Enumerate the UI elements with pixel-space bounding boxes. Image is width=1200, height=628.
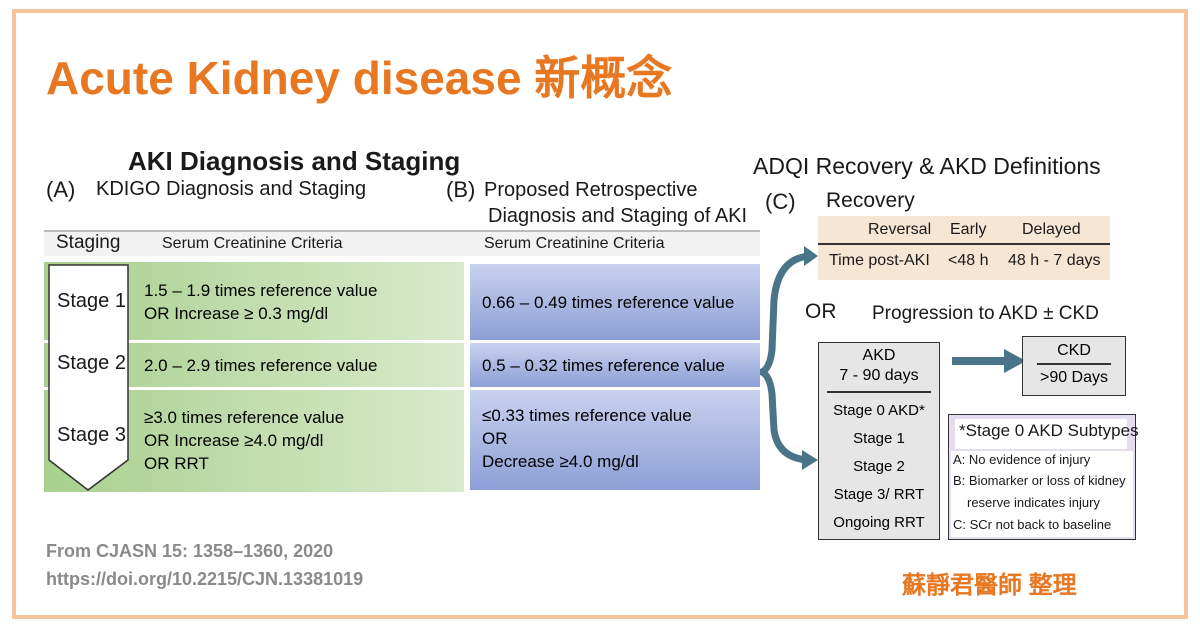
source-citation: From CJASN 15: 1358–1360, 2020: [46, 541, 334, 561]
stage-label-2: Stage 2: [57, 352, 126, 374]
source-doi: https://doi.org/10.2215/CJN.13381019: [46, 569, 364, 589]
proposed-stage2-criteria: 0.5 – 0.32 times reference value: [470, 343, 760, 387]
akd-stage-3: Stage 3/ RRT: [833, 485, 925, 503]
row-divider: [44, 387, 464, 390]
ckd-title: CKD: [1057, 342, 1091, 359]
subtypes-list-bg: [951, 451, 1133, 537]
ckd-box: CKD >90 Days: [1022, 336, 1126, 396]
recovery-table: [818, 216, 1110, 280]
kdigo-stage1-criteria: 1.5 – 1.9 times reference value OR Incre…: [132, 264, 462, 340]
subtype-a: A: No evidence of injury: [953, 452, 1091, 467]
criteria-line: Decrease ≥4.0 mg/dl: [482, 452, 639, 471]
criteria-header-b: Serum Creatinine Criteria: [484, 235, 665, 252]
akd-title: AKD: [862, 347, 896, 364]
criteria-line: 0.66 – 0.49 times reference value: [482, 292, 735, 312]
akd-ongoing-rrt: Ongoing RRT: [833, 513, 925, 531]
subtype-b-cont: reserve indicates injury: [967, 495, 1100, 510]
slide-frame: [12, 9, 1188, 619]
section-a-label: (A): [46, 177, 76, 202]
criteria-line: 0.5 – 0.32 times reference value: [482, 355, 725, 375]
slide-title: Acute Kidney disease 新概念: [46, 52, 673, 104]
recovery-delayed-value: 48 h - 7 days: [1008, 252, 1101, 269]
recovery-col-delayed: Delayed: [1022, 221, 1081, 238]
or-label: OR: [805, 300, 837, 323]
criteria-line: 1.5 – 1.9 times reference value: [144, 281, 378, 300]
proposed-stage3-criteria: ≤0.33 times reference value OR Decrease …: [470, 390, 760, 490]
credit-text: 蘇靜君醫師 整理: [902, 572, 1077, 599]
subtype-b: B: Biomarker or loss of kidney: [953, 473, 1126, 488]
stage-label-1: Stage 1: [57, 290, 126, 312]
criteria-header-a: Serum Creatinine Criteria: [162, 235, 343, 252]
ckd-range: >90 Days: [1039, 368, 1109, 386]
criteria-line: 2.0 – 2.9 times reference value: [144, 355, 378, 375]
criteria-line: OR Increase ≥ 0.3 mg/dl: [144, 304, 329, 323]
akd-stage-2: Stage 2: [853, 457, 905, 475]
subtypes-box: *Stage 0 AKD Subtypes A: No evidence of …: [948, 414, 1139, 540]
kdigo-stage3-criteria: ≥3.0 times reference value OR Increase ≥…: [132, 390, 462, 490]
proposed-subtitle-1: Proposed Retrospective: [484, 179, 698, 201]
section-b-label: (B): [446, 177, 476, 202]
recovery-row-label: Time post-AKI: [829, 252, 930, 269]
stage-label-3: Stage 3: [57, 424, 126, 446]
proposed-stage1-criteria: 0.66 – 0.49 times reference value: [470, 264, 760, 340]
table-header-bar: [44, 230, 760, 256]
proposed-subtitle-2: Diagnosis and Staging of AKI: [488, 205, 748, 227]
progression-title: Progression to AKD ± CKD: [872, 303, 1099, 324]
criteria-line: ≤0.33 times reference value: [482, 406, 692, 425]
adqi-heading: ADQI Recovery & AKD Definitions: [753, 153, 1101, 179]
recovery-title: Recovery: [826, 189, 915, 212]
kdigo-stage2-criteria: 2.0 – 2.9 times reference value: [132, 343, 462, 387]
staging-header: Staging: [56, 232, 121, 253]
subtypes-title: *Stage 0 AKD Subtypes: [959, 421, 1139, 440]
criteria-line: OR Increase ≥4.0 mg/dl: [144, 430, 324, 450]
section-c-label: (C): [765, 189, 796, 214]
subtype-c: C: SCr not back to baseline: [953, 517, 1112, 532]
ckd-divider: [1037, 363, 1111, 365]
recovery-table-rule: [818, 243, 1110, 245]
akd-box: AKD 7 - 90 days Stage 0 AKD* Stage 1 Sta…: [818, 342, 940, 540]
recovery-col-reversal: Reversal: [868, 221, 932, 238]
brace-arrow-icon: [760, 246, 818, 470]
akd-range: 7 - 90 days: [839, 367, 919, 384]
subtypes-title-bg: [955, 419, 1127, 449]
stage-arrow-shape: [48, 264, 129, 491]
aki-heading: AKI Diagnosis and Staging: [128, 146, 461, 176]
akd-stage-1: Stage 1: [853, 429, 905, 447]
akd-divider: [827, 391, 931, 393]
criteria-line: OR: [482, 429, 508, 448]
criteria-line: ≥3.0 times reference value: [144, 407, 345, 427]
criteria-line: OR RRT: [144, 453, 209, 473]
row-divider: [44, 340, 464, 343]
recovery-early-value: <48 h: [948, 252, 989, 269]
arrow-right-icon: [952, 349, 1026, 373]
kdigo-subtitle: KDIGO Diagnosis and Staging: [96, 178, 367, 200]
recovery-col-early: Early: [950, 221, 987, 238]
akd-stage-0: Stage 0 AKD*: [833, 401, 925, 419]
